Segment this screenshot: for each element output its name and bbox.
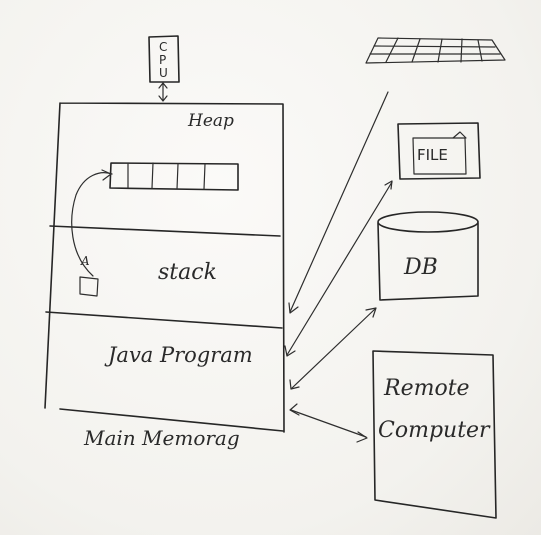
stack-reference-arrow [71,169,113,297]
cpu-letter-c: C [159,40,168,54]
network-to-program-arrow [288,91,389,314]
remote-label-line2: Computer [378,418,490,443]
heap-label: Heap [188,111,234,131]
stack-variable-box [79,276,99,297]
db-program-arrow [289,307,377,390]
cpu-letter-p: P [159,53,167,67]
heap-array [109,162,239,191]
remote-label-line1: Remote [384,376,470,401]
file-box [397,122,481,180]
heap-stack-divider [49,225,281,237]
remote-computer-box [372,350,497,519]
cpu-letter-u: U [159,66,168,80]
network-grid-icon [365,37,506,64]
cpu-box [148,35,180,83]
stack-label: stack [158,260,217,285]
main-memory-label: Main Memorag [84,426,240,450]
main-memory-box [44,102,285,433]
file-program-arrow [284,180,393,357]
remote-program-arrow [289,403,368,443]
file-label: FILE [417,146,448,164]
cpu-memory-arrow [158,82,168,102]
stack-item-letter: A [81,254,90,268]
db-label: DB [404,255,438,280]
db-cylinder [377,211,479,301]
stack-program-divider [45,311,283,329]
java-program-label: Java Program [108,343,253,367]
